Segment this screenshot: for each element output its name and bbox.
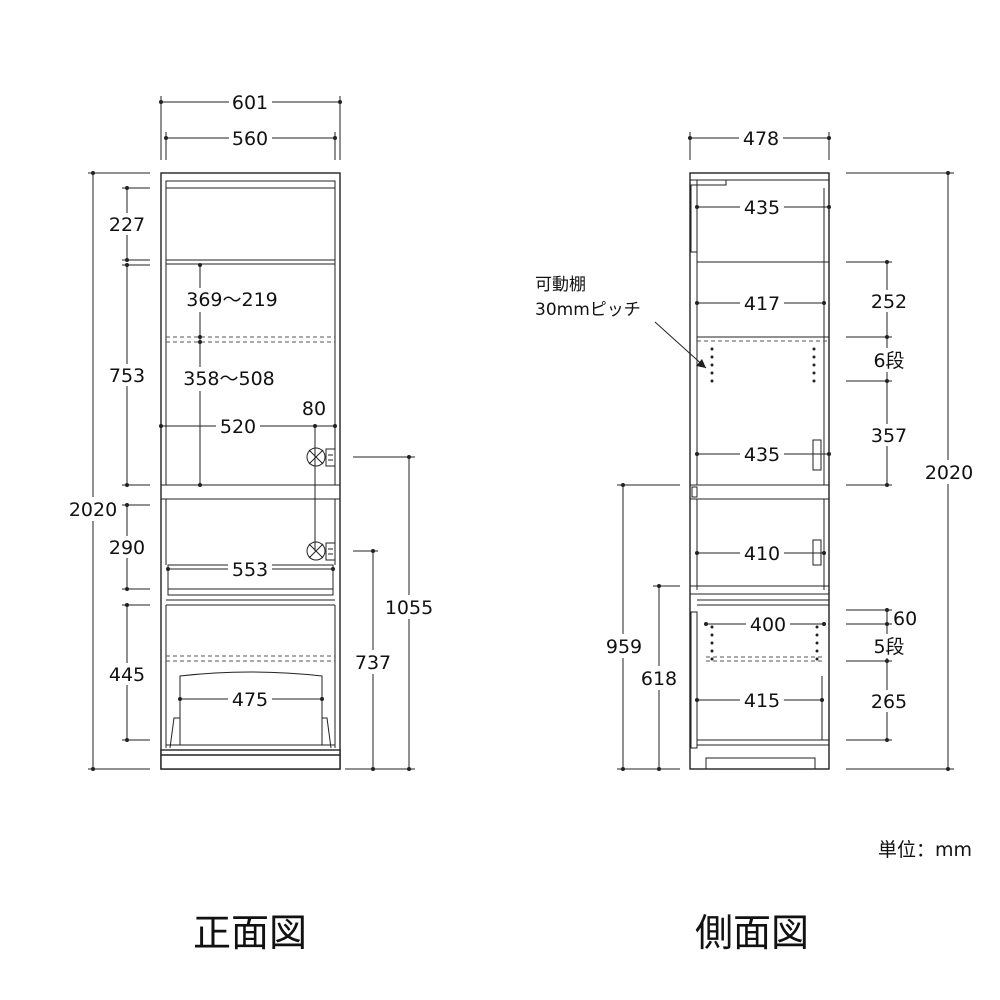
dim-steps-lower: 5段 (873, 636, 904, 658)
front-right-dimensions: 1055 737 (345, 455, 437, 771)
dim-depth-drawer: 410 (744, 543, 780, 565)
outlet-lower (306, 541, 336, 561)
dim-section-middle: 290 (109, 537, 145, 559)
dim-lower-inner-width: 475 (232, 689, 268, 711)
dim-depth-bottom: 415 (744, 690, 780, 712)
dim-depth-lower-shelf: 400 (750, 614, 786, 636)
adjustable-shelf-note: 可動棚 30mmピッチ (535, 275, 707, 369)
dim-section-top: 227 (109, 214, 145, 236)
dim-width-inner: 560 (232, 128, 268, 150)
side-view: 478 435 417 435 410 400 415 (535, 126, 978, 955)
dim-side-height-overall: 2020 (925, 462, 973, 484)
front-view-caption: 正面図 (193, 911, 307, 955)
outlet-upper (306, 447, 336, 467)
front-height-dimensions: 2020 227 753 290 445 (64, 171, 150, 771)
dim-counter-depth: 80 (302, 398, 326, 420)
front-width-dimensions: 601 560 (159, 90, 342, 160)
front-cabinet-outline (160, 172, 341, 770)
side-right-dimensions: 252 6段 357 60 5段 265 2020 (846, 171, 978, 771)
dim-depth-overall: 478 (743, 128, 779, 150)
dim-depth-shelf-upper: 417 (744, 293, 780, 315)
dim-h-265: 265 (871, 691, 907, 713)
side-cabinet-outline (689, 172, 830, 770)
dim-height-counter: 1055 (385, 597, 433, 619)
adjustable-shelf-pitch: 30mmピッチ (535, 300, 641, 320)
front-internal-dimensions: 369～219 358～508 520 80 553 475 (159, 263, 337, 711)
dim-section-bottom: 445 (109, 664, 145, 686)
dim-depth-mid: 435 (744, 444, 780, 466)
shelf-pin-dots-lower (710, 625, 819, 661)
dim-shelf-range-2: 358～508 (183, 368, 275, 390)
dim-drawer-width: 553 (232, 559, 268, 581)
dim-h-357: 357 (871, 425, 907, 447)
shelf-pin-dots-upper (710, 347, 816, 383)
dim-section-upper: 753 (109, 365, 145, 387)
dim-depth-top: 435 (744, 197, 780, 219)
unit-label: 単位：mm (878, 839, 972, 861)
dim-steps-upper: 6段 (873, 350, 904, 372)
dim-width-overall: 601 (232, 92, 268, 114)
dim-height-overall: 2020 (69, 499, 117, 521)
dim-h-252: 252 (871, 291, 907, 313)
side-view-caption: 側面図 (695, 911, 809, 955)
dim-height-618: 618 (641, 668, 677, 690)
dim-shelf-range-1: 369～219 (186, 289, 278, 311)
adjustable-shelf-label: 可動棚 (535, 275, 586, 295)
dim-height-lower: 737 (355, 652, 391, 674)
side-depth-dimensions: 478 435 417 435 410 400 415 (688, 126, 831, 712)
side-left-dimensions: 959 618 (603, 483, 680, 771)
dim-h-60: 60 (893, 608, 917, 630)
dim-height-959: 959 (606, 636, 642, 658)
dim-opening-width: 520 (220, 416, 256, 438)
front-view: 601 560 2020 227 (64, 90, 437, 955)
